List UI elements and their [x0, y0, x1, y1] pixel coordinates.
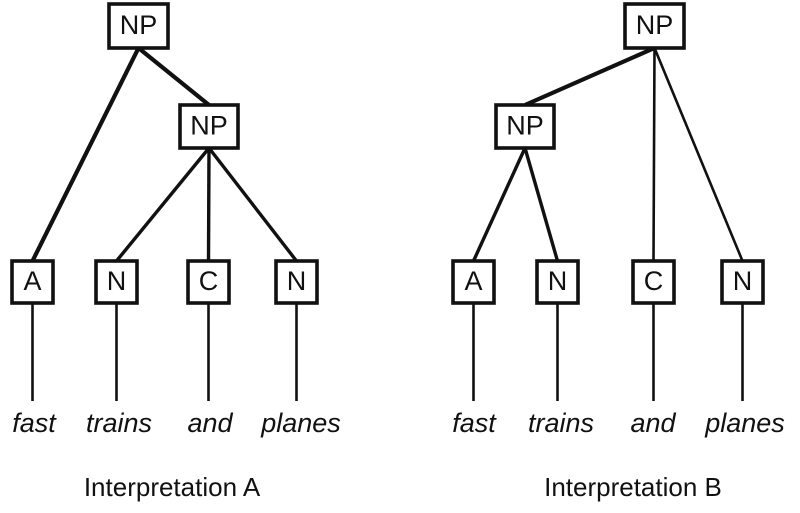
tree-edge-np-inner-to-n2 [207, 146, 298, 263]
tree-edge-np-inner-to-n1 [523, 147, 560, 262]
node-label-c1: C [644, 266, 664, 296]
node-box-np-root[interactable] [107, 2, 170, 50]
node-box-np-root[interactable] [623, 2, 686, 50]
node-box-n1[interactable] [94, 259, 139, 305]
node-box-np-inner[interactable] [178, 103, 240, 150]
node-label-np-root: NP [636, 10, 674, 40]
node-box-np-inner[interactable] [494, 103, 556, 150]
node-label-n1: N [107, 266, 127, 296]
tree-edge-np-root-to-np-inner [137, 46, 211, 107]
node-label-n2: N [733, 266, 753, 296]
node-box-c1[interactable] [631, 259, 676, 305]
tree-edge-np-inner-to-a1 [471, 147, 527, 262]
word-label-planes: planes [260, 408, 341, 438]
word-label-fast: fast [452, 408, 497, 438]
word-label-planes: planes [704, 408, 785, 438]
word-label-and: and [630, 408, 676, 438]
word-label-trains: trains [528, 408, 594, 438]
caption-interpretation-b: Interpretation B [544, 472, 722, 502]
node-label-np-inner: NP [506, 111, 544, 141]
node-label-np-root: NP [120, 10, 158, 40]
node-label-n1: N [548, 266, 568, 296]
tree-edge-np-root-to-n2 [653, 47, 744, 262]
node-label-np-inner: NP [190, 111, 228, 141]
node-box-n2[interactable] [720, 259, 765, 305]
node-label-a1: A [23, 266, 41, 296]
tree-edge-np-root-to-a1 [30, 47, 141, 262]
node-box-n2[interactable] [274, 259, 319, 305]
tree-edge-np-inner-to-n1 [115, 146, 211, 263]
word-label-trains: trains [86, 408, 152, 438]
caption-interpretation-a: Interpretation A [84, 472, 261, 502]
tree-edge-np-root-to-np-inner [524, 46, 656, 107]
tree-edge-np-root-to-c1 [652, 47, 656, 262]
node-box-n1[interactable] [535, 259, 580, 305]
tree-edge-np-inner-to-c1 [206, 147, 211, 262]
node-label-n2: N [287, 266, 307, 296]
word-label-and: and [187, 408, 233, 438]
node-label-a1: A [464, 266, 482, 296]
node-label-c1: C [199, 266, 219, 296]
word-label-fast: fast [12, 408, 57, 438]
